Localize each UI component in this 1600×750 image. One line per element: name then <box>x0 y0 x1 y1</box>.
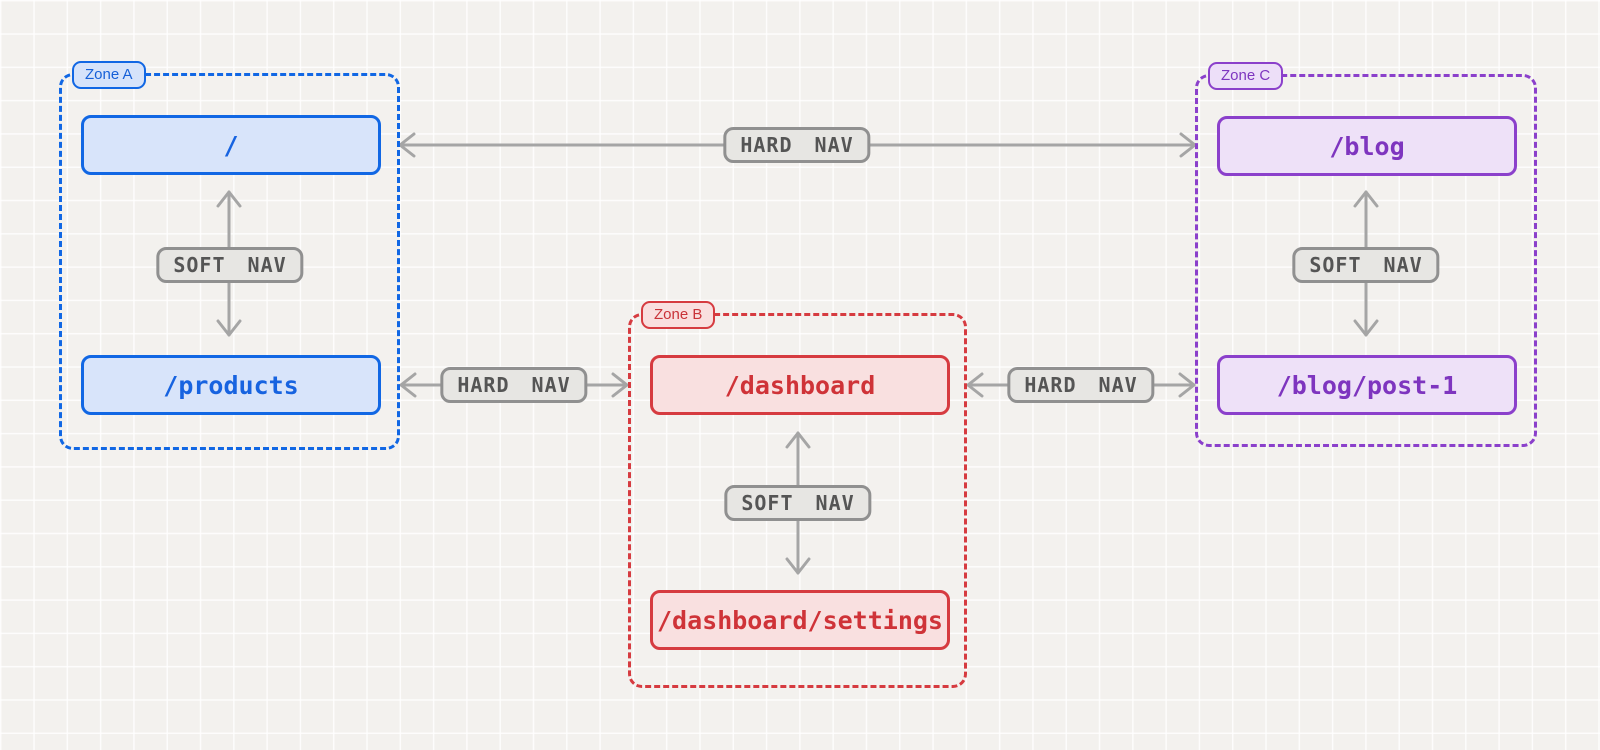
zone-a-label: Zone A <box>72 61 146 89</box>
soft-nav-pill-zone-c: SOFT NAV <box>1292 247 1440 283</box>
hard-nav-pill-dashboard-post1: HARD NAV <box>1007 367 1155 403</box>
route-node-blog-post-1: /blog/post-1 <box>1217 355 1517 415</box>
route-node-dashboard: /dashboard <box>650 355 950 415</box>
route-node-root: / <box>81 115 381 175</box>
zone-b-label: Zone B <box>641 301 716 329</box>
soft-nav-pill-zone-a: SOFT NAV <box>156 247 304 283</box>
zone-c: Zone C /blog /blog/post-1 <box>1195 62 1537 447</box>
hard-nav-pill-products-dashboard: HARD NAV <box>440 367 588 403</box>
route-node-dashboard-settings: /dashboard/settings <box>650 590 950 650</box>
route-node-blog: /blog <box>1217 116 1517 176</box>
arrowhead-left-icon <box>399 372 417 398</box>
soft-nav-pill-zone-b: SOFT NAV <box>724 485 872 521</box>
arrowhead-left-icon <box>398 132 416 158</box>
hard-nav-pill-root-blog: HARD NAV <box>723 127 871 163</box>
zone-c-label: Zone C <box>1208 62 1284 90</box>
zone-a: Zone A / /products <box>59 61 400 450</box>
arrowhead-right-icon <box>1179 132 1197 158</box>
route-node-products: /products <box>81 355 381 415</box>
zone-b: Zone B /dashboard /dashboard/settings <box>628 301 967 688</box>
arrowhead-right-icon <box>611 372 629 398</box>
arrowhead-right-icon <box>1178 372 1196 398</box>
arrowhead-left-icon <box>966 372 984 398</box>
